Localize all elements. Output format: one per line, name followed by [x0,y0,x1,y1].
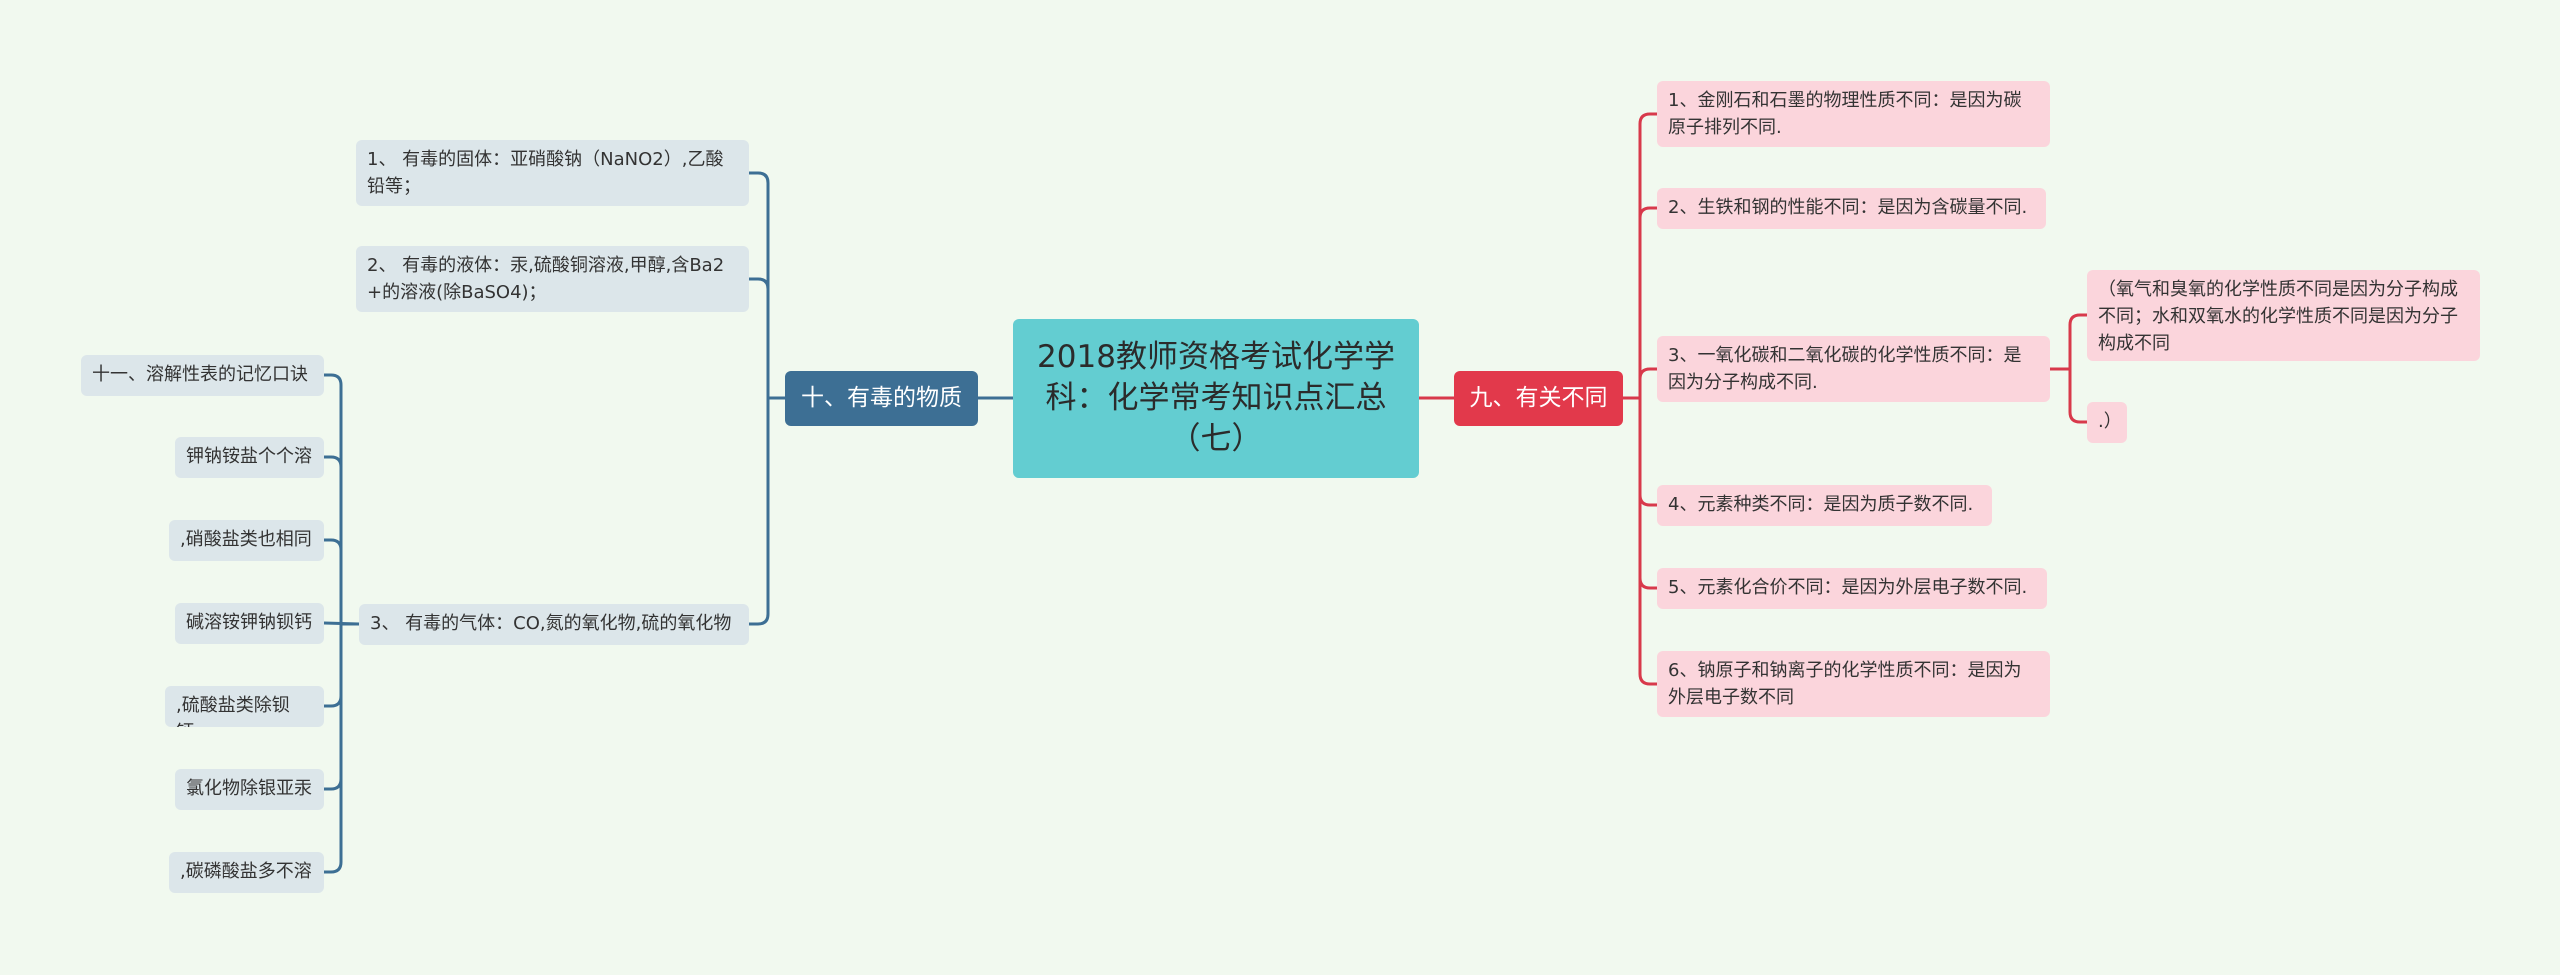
branch-differences-label: 九、有关不同 [1469,385,1608,412]
diff-element-type-node[interactable]: 4、元素种类不同：是因为质子数不同. [1657,485,1992,526]
mnemonic-line-2-text: ,硝酸盐类也相同 [180,529,312,550]
mnemonic-line-5-text: 氯化物除银亚汞 [186,778,312,799]
mnemonic-line-1-text: 钾钠铵盐个个溶 [186,446,312,467]
right-branch-connector-1 [1623,206,1657,400]
diff-molecule-example-node[interactable]: （氧气和臭氧的化学性质不同是因为分子构成不同；水和双氧水的化学性质不同是因为分子… [2087,270,2480,361]
toxic-solid-text: 1、 有毒的固体：亚硝酸钠（NaNO2）,乙酸铅等； [367,149,724,197]
toxic-solid-node[interactable]: 1、 有毒的固体：亚硝酸钠（NaNO2）,乙酸铅等； [356,140,749,206]
diff-valence-text: 5、元素化合价不同：是因为外层电子数不同. [1668,577,2028,598]
toxic-liquid-text: 2、 有毒的液体：汞,硫酸铜溶液,甲醇,含Ba2+的溶液(除BaSO4)； [367,255,725,303]
toxic-gas-text: 3、 有毒的气体：CO,氮的氧化物,硫的氧化物 [370,613,732,634]
right-branch-connector-0 [1623,112,1657,400]
mnemonic-line-2-node[interactable]: ,硝酸盐类也相同 [169,520,324,561]
mnemonic-line-4-node[interactable]: ,硫酸盐类除钡钙, [165,686,324,727]
solubility-mnemonic-title-text: 十一、溶解性表的记忆口诀 [92,364,308,385]
branch-toxic-substances-label: 十、有毒的物质 [801,385,962,412]
mnemonic-connector-2 [324,538,359,626]
diff-sodium-ion-node[interactable]: 6、钠原子和钠离子的化学性质不同：是因为外层电子数不同 [1657,651,2050,717]
mnemonic-connector-0 [324,373,359,626]
diff-molecule-end-node[interactable]: .） [2087,402,2127,443]
diff-co-co2-text: 3、一氧化碳和二氧化碳的化学性质不同：是因为分子构成不同. [1668,345,2022,393]
mnemonic-line-1-node[interactable]: 钾钠铵盐个个溶 [175,437,324,478]
left-branch-connector-2 [749,396,785,626]
mnemonic-line-4-text: ,硫酸盐类除钡钙, [176,695,290,727]
diff-valence-node[interactable]: 5、元素化合价不同：是因为外层电子数不同. [1657,568,2047,609]
root-topic-label: 2018教师资格考试化学学科：化学常考知识点汇总（七） [1037,339,1395,457]
diff-molecule-example-text: （氧气和臭氧的化学性质不同是因为分子构成不同；水和双氧水的化学性质不同是因为分子… [2098,279,2458,354]
branch-toxic-substances[interactable]: 十、有毒的物质 [785,371,978,426]
toxic-liquid-node[interactable]: 2、 有毒的液体：汞,硫酸铜溶液,甲醇,含Ba2+的溶液(除BaSO4)； [356,246,749,312]
right-branch-connector-5 [1623,396,1657,686]
diff-diamond-graphite-node[interactable]: 1、金刚石和石墨的物理性质不同：是因为碳原子排列不同. [1657,81,2050,147]
root-topic[interactable]: 2018教师资格考试化学学科：化学常考知识点汇总（七） [1013,319,1419,478]
mnemonic-line-3-node[interactable]: 碱溶铵钾钠钡钙 [175,603,324,644]
mnemonic-line-5-node[interactable]: 氯化物除银亚汞 [175,769,324,810]
mnemonic-line-3-text: 碱溶铵钾钠钡钙 [186,612,312,633]
mnemonic-connector-6 [324,622,359,874]
left-branch-connector-0 [749,171,785,400]
toxic-gas-node[interactable]: 3、 有毒的气体：CO,氮的氧化物,硫的氧化物 [359,604,749,645]
left-branch-connector-1 [749,277,785,400]
diff-molecule-end-text: .） [2098,411,2122,432]
diff-iron-steel-node[interactable]: 2、生铁和钢的性能不同：是因为含碳量不同. [1657,188,2046,229]
mnemonic-connector-1 [324,455,359,626]
diff-iron-steel-text: 2、生铁和钢的性能不同：是因为含碳量不同. [1668,197,2028,218]
sub-item-connector-1 [2050,367,2087,424]
branch-differences[interactable]: 九、有关不同 [1454,371,1623,426]
mnemonic-line-6-text: ,碳磷酸盐多不溶 [180,861,312,882]
diff-co-co2-node[interactable]: 3、一氧化碳和二氧化碳的化学性质不同：是因为分子构成不同. [1657,336,2050,402]
diff-diamond-graphite-text: 1、金刚石和石墨的物理性质不同：是因为碳原子排列不同. [1668,90,2022,138]
diff-element-type-text: 4、元素种类不同：是因为质子数不同. [1668,494,1974,515]
solubility-mnemonic-title-node[interactable]: 十一、溶解性表的记忆口诀 [81,355,324,396]
sub-item-connector-0 [2050,313,2087,371]
mnemonic-line-6-node[interactable]: ,碳磷酸盐多不溶 [169,852,324,893]
right-branch-connector-2 [1623,367,1657,400]
diff-sodium-ion-text: 6、钠原子和钠离子的化学性质不同：是因为外层电子数不同 [1668,660,2022,708]
